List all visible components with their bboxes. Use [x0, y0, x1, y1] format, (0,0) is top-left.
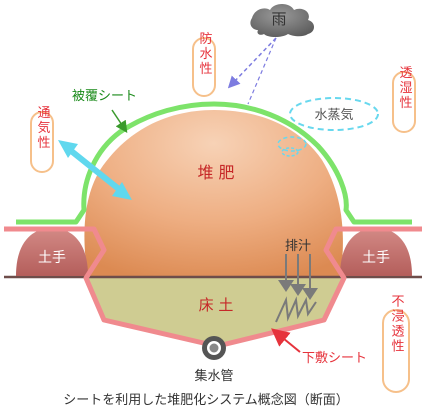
under-sheet-label: 下敷シート [302, 351, 367, 366]
left-bank-label: 土手 [38, 250, 66, 266]
breathable-arrow [58, 140, 132, 200]
left-bank [16, 228, 88, 276]
drainage-arrows [275, 254, 318, 323]
compost-pile [84, 110, 343, 278]
breathable-label: 通気性 [35, 106, 51, 151]
rain-label: 雨 [271, 10, 286, 28]
badge-waterproof [192, 37, 216, 97]
rain-cloud-icon [250, 4, 314, 37]
bed-soil-label: 床 土 [199, 296, 234, 314]
drain-label: 排汁 [285, 239, 311, 254]
badge-impermeable [382, 309, 410, 393]
steam-bubble [289, 97, 379, 131]
moisture-permeable-label: 透湿性 [397, 66, 413, 111]
under-sheet-pointer [271, 328, 301, 353]
impermeable-label: 不浸透性 [389, 294, 405, 354]
rain-arrow [227, 37, 277, 89]
badge-breathable [30, 111, 54, 173]
steam-label: 水蒸気 [314, 107, 353, 123]
cover-sheet-label: 被覆シート [72, 89, 137, 104]
compost-label: 堆 肥 [197, 163, 234, 182]
caption: シートを利用した堆肥化システム概念図（断面） [63, 392, 349, 408]
cover-sheet [16, 101, 412, 225]
right-bank-label: 土手 [362, 250, 390, 266]
cover-sheet-pointer [111, 109, 128, 133]
badge-moisture-permeable [392, 71, 416, 133]
waterproof-label: 防水性 [197, 31, 213, 77]
right-bank [340, 228, 412, 276]
drain-pipe-label: 集水管 [194, 368, 233, 384]
